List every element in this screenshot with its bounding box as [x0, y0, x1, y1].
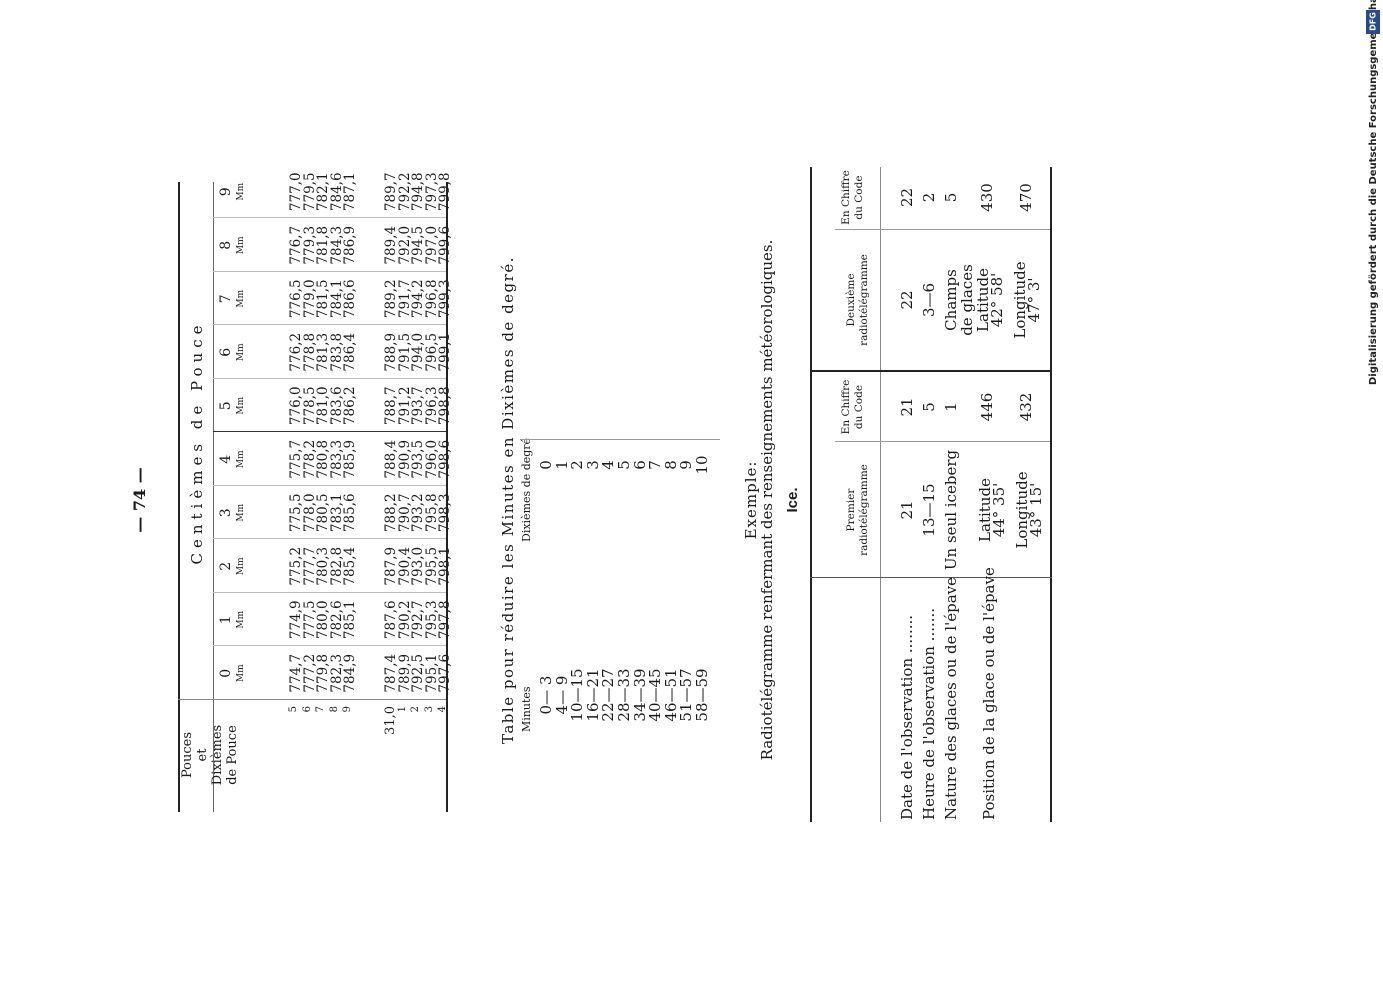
- column-header: 1: [218, 615, 234, 625]
- header-code-1: En Chiffre du Code: [840, 379, 865, 435]
- column-header: 0: [218, 668, 234, 678]
- code-value-2: 470: [1017, 183, 1035, 212]
- header-line: de Pouce: [225, 725, 240, 785]
- dfg-logo: DFG: [1366, 10, 1380, 34]
- table-cell: 799,6: [437, 225, 453, 265]
- column-header: 7: [218, 294, 234, 304]
- column-header: 3: [218, 508, 234, 518]
- latitude-value: 42° 58': [988, 272, 1006, 328]
- table-cell: 798,6: [437, 439, 453, 479]
- column-unit: Mm: [236, 450, 246, 469]
- code-value-1: 1: [942, 402, 960, 412]
- code-value-1: 446: [978, 392, 996, 422]
- header-line: Pouces: [180, 731, 195, 779]
- column-header: 9: [218, 187, 234, 197]
- example-subheading: Ice.: [784, 487, 801, 513]
- code-value-1: 21: [898, 397, 916, 417]
- column-unit: Mm: [236, 610, 246, 629]
- row-label: 9: [342, 706, 353, 713]
- example-caption: Radiotélégramme renfermant des renseigne…: [758, 239, 776, 761]
- column-header: 6: [218, 347, 234, 357]
- table-cell: 787,1: [342, 172, 358, 212]
- table-cell: 798,3: [437, 493, 453, 533]
- table-cell: 786,6: [342, 279, 358, 319]
- group-header: Centièmes de Pouce: [188, 320, 206, 565]
- deuxieme-value: 22: [898, 290, 916, 310]
- table-cell: 785,6: [342, 493, 358, 533]
- code-value-2: 22: [898, 187, 916, 208]
- row-label: Heure de l'observation .......: [920, 607, 938, 820]
- row-label: 7: [315, 706, 326, 713]
- table-cell: 799,1: [437, 332, 453, 372]
- column-unit: Mm: [236, 289, 246, 308]
- column-header: 2: [218, 561, 234, 571]
- table-cell: 799,8: [437, 172, 453, 212]
- row-label: 5: [288, 706, 299, 713]
- row-label: 1: [396, 706, 408, 713]
- header-premier: Premier radiotélégramme: [845, 464, 870, 556]
- table-cell: 797,6: [437, 653, 453, 693]
- row-label: Position de la glace ou de l'épave: [980, 567, 998, 820]
- row-label: Nature des glaces ou de l'épave: [942, 576, 960, 820]
- column-header: 4: [218, 454, 234, 464]
- tenths-value: 10: [693, 455, 711, 475]
- longitude-value: 47° 3': [1025, 277, 1043, 323]
- code-value-2: 430: [978, 183, 996, 212]
- column-unit: Mm: [236, 664, 246, 683]
- row-label: 2: [410, 706, 421, 713]
- column-unit: Mm: [236, 503, 246, 522]
- minutes-col-header: Minutes: [520, 686, 533, 732]
- table-cell: 786,2: [342, 386, 358, 426]
- row-label: 4: [437, 706, 448, 713]
- row-label: 3: [423, 706, 435, 713]
- table-cell: 785,9: [342, 439, 358, 479]
- header-deuxieme: Deuxième radiotélégramme: [845, 254, 870, 346]
- row-header: Pouces et Dixièmes de Pouce: [180, 700, 240, 810]
- minutes-title: Table pour réduire les Minutes en Dixièm…: [499, 256, 517, 744]
- code-value-2: 2: [920, 192, 938, 203]
- table-cell: 785,1: [342, 600, 358, 640]
- deuxieme-value: 3—6: [920, 282, 938, 318]
- row-label: Date de l'observation ........: [898, 614, 916, 820]
- premier-value: 13—15: [920, 483, 938, 537]
- table-cell: 786,4: [342, 332, 358, 372]
- column-unit: Mm: [236, 557, 246, 576]
- tenths-col-header: Dixièmes de degré: [520, 437, 533, 542]
- table-cell: 799,3: [437, 279, 453, 319]
- minutes-range: 58—59: [693, 668, 711, 722]
- premier-value: Un seul iceberg: [942, 449, 960, 571]
- code-value-1: 432: [1017, 392, 1035, 422]
- table-cell: 784,9: [342, 653, 358, 693]
- table-cell: 785,4: [342, 546, 358, 586]
- table-cell: 786,9: [342, 225, 358, 265]
- table-cell: 798,8: [437, 386, 453, 426]
- row-label: 6: [301, 706, 313, 713]
- column-unit: Mm: [236, 343, 246, 362]
- header-line: et: [195, 748, 210, 762]
- header-line: Dixièmes: [210, 724, 225, 786]
- longitude-value: 43° 15': [1027, 482, 1045, 538]
- table-cell: 797,8: [437, 600, 453, 640]
- table-cell: 798,1: [437, 546, 453, 586]
- column-header: 8: [218, 240, 234, 250]
- dfg-logo-text: DFG: [1368, 12, 1378, 31]
- header-code-2: En Chiffre du Code: [840, 170, 865, 225]
- column-unit: Mm: [236, 182, 246, 201]
- latitude-value: 44° 35': [990, 482, 1008, 538]
- page-number: — 74 —: [130, 467, 149, 533]
- premier-value: 21: [898, 500, 916, 520]
- code-value-2: 5: [942, 192, 960, 203]
- column-unit: Mm: [236, 396, 246, 415]
- row-label: 8: [328, 706, 340, 713]
- side-note: Digitalisierung gefördert durch die Deut…: [1368, 0, 1379, 385]
- column-unit: Mm: [236, 236, 246, 255]
- column-header: 5: [218, 401, 234, 411]
- code-value-1: 5: [920, 402, 938, 412]
